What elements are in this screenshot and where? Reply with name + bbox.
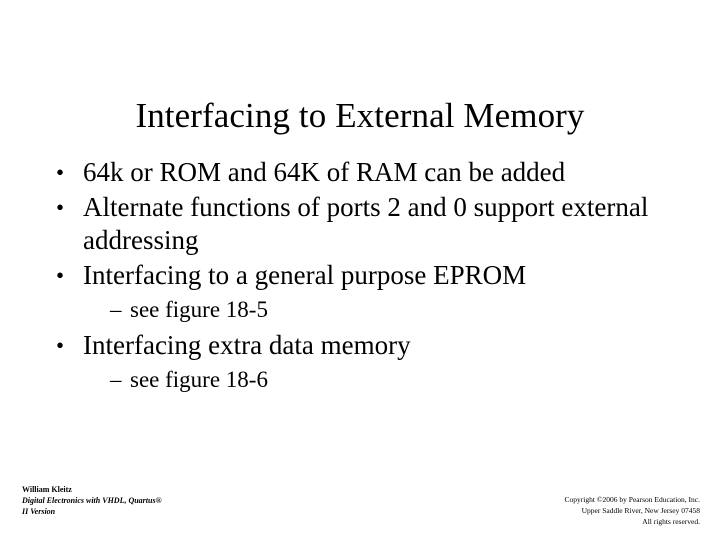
dash-marker-icon: – <box>110 297 122 322</box>
footer-edition: II Version <box>22 507 56 516</box>
list-item-text: 64k or ROM and 64K of RAM can be added <box>83 157 566 187</box>
page-title: Interfacing to External Memory <box>135 96 585 136</box>
copyright-line-3: All rights reserved. <box>642 517 700 526</box>
copyright-line-2: Upper Saddle River, New Jersey 07458 <box>581 506 700 515</box>
bullet-marker-icon: • <box>56 160 65 185</box>
footer-copyright: Copyright ©2006 by Pearson Education, In… <box>400 494 700 527</box>
footer-author: William Kleitz <box>22 485 72 494</box>
list-item: • Interfacing extra data memory <box>56 329 671 362</box>
list-item-text: Interfacing to a general purpose EPROM <box>83 260 527 290</box>
list-item: • Alternate functions of ports 2 and 0 s… <box>56 191 671 257</box>
bullet-marker-icon: • <box>56 263 65 288</box>
sub-list-item: – see figure 18-6 <box>110 365 671 395</box>
footer-book-title: Digital Electronics with VHDL, Quartus® <box>22 496 162 505</box>
sub-list-item-text: see figure 18-5 <box>130 297 268 322</box>
dash-marker-icon: – <box>110 367 122 392</box>
bullet-list: • 64k or ROM and 64K of RAM can be added… <box>56 156 671 399</box>
list-item-text: Interfacing extra data memory <box>83 330 411 360</box>
sub-list-item-text: see figure 18-6 <box>130 367 268 392</box>
list-item: • 64k or ROM and 64K of RAM can be added <box>56 156 671 189</box>
footer-attribution: William Kleitz Digital Electronics with … <box>22 484 352 517</box>
list-item-text: Alternate functions of ports 2 and 0 sup… <box>83 192 649 255</box>
bullet-marker-icon: • <box>56 333 65 358</box>
copyright-line-1: Copyright ©2006 by Pearson Education, In… <box>564 495 700 504</box>
list-item: • Interfacing to a general purpose EPROM <box>56 259 671 292</box>
bullet-marker-icon: • <box>56 195 65 220</box>
sub-list-item: – see figure 18-5 <box>110 295 671 325</box>
